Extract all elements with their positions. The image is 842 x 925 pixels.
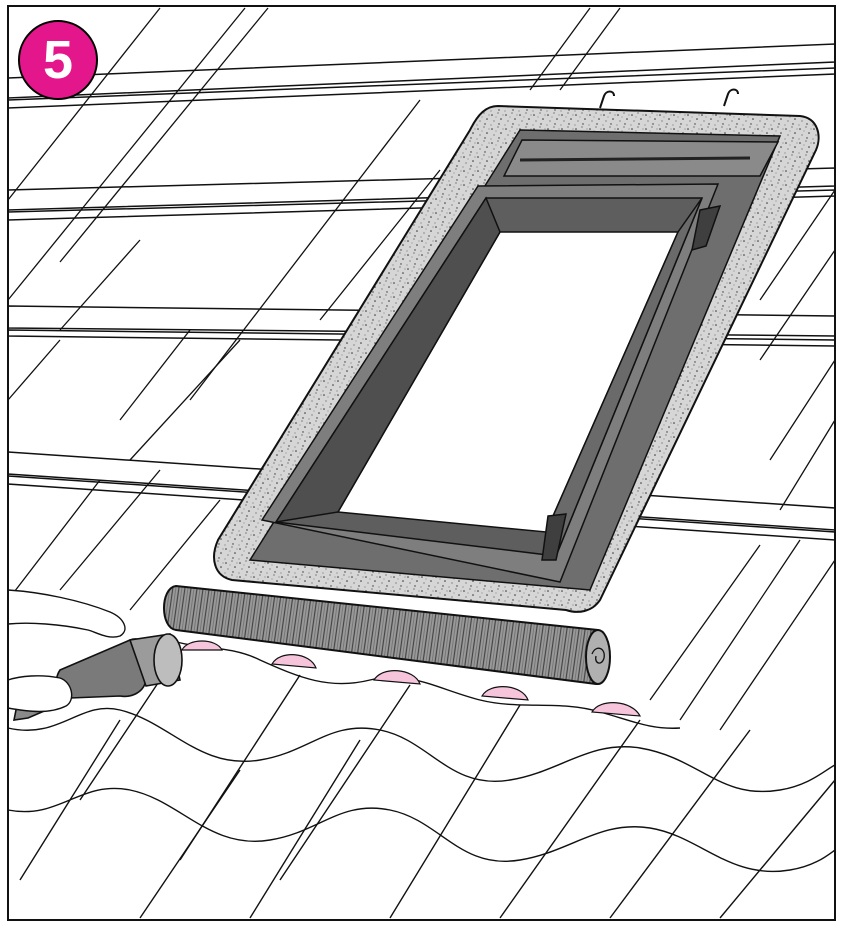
roof-rafters [7, 7, 836, 731]
cut-mark [373, 670, 421, 685]
panel-border [7, 5, 836, 921]
cut-mark [181, 640, 223, 651]
step-number-badge: 5 [18, 20, 98, 100]
mounting-hooks [599, 88, 739, 109]
tile-cut-marks [181, 640, 642, 717]
roof-tiles [7, 639, 836, 919]
window-frame [260, 139, 780, 583]
cut-mark [271, 654, 317, 669]
step-number: 5 [42, 30, 74, 90]
hands-icon [7, 589, 126, 713]
insulation-roll [163, 584, 611, 686]
cut-mark [591, 702, 642, 717]
cut-mark [481, 686, 529, 701]
